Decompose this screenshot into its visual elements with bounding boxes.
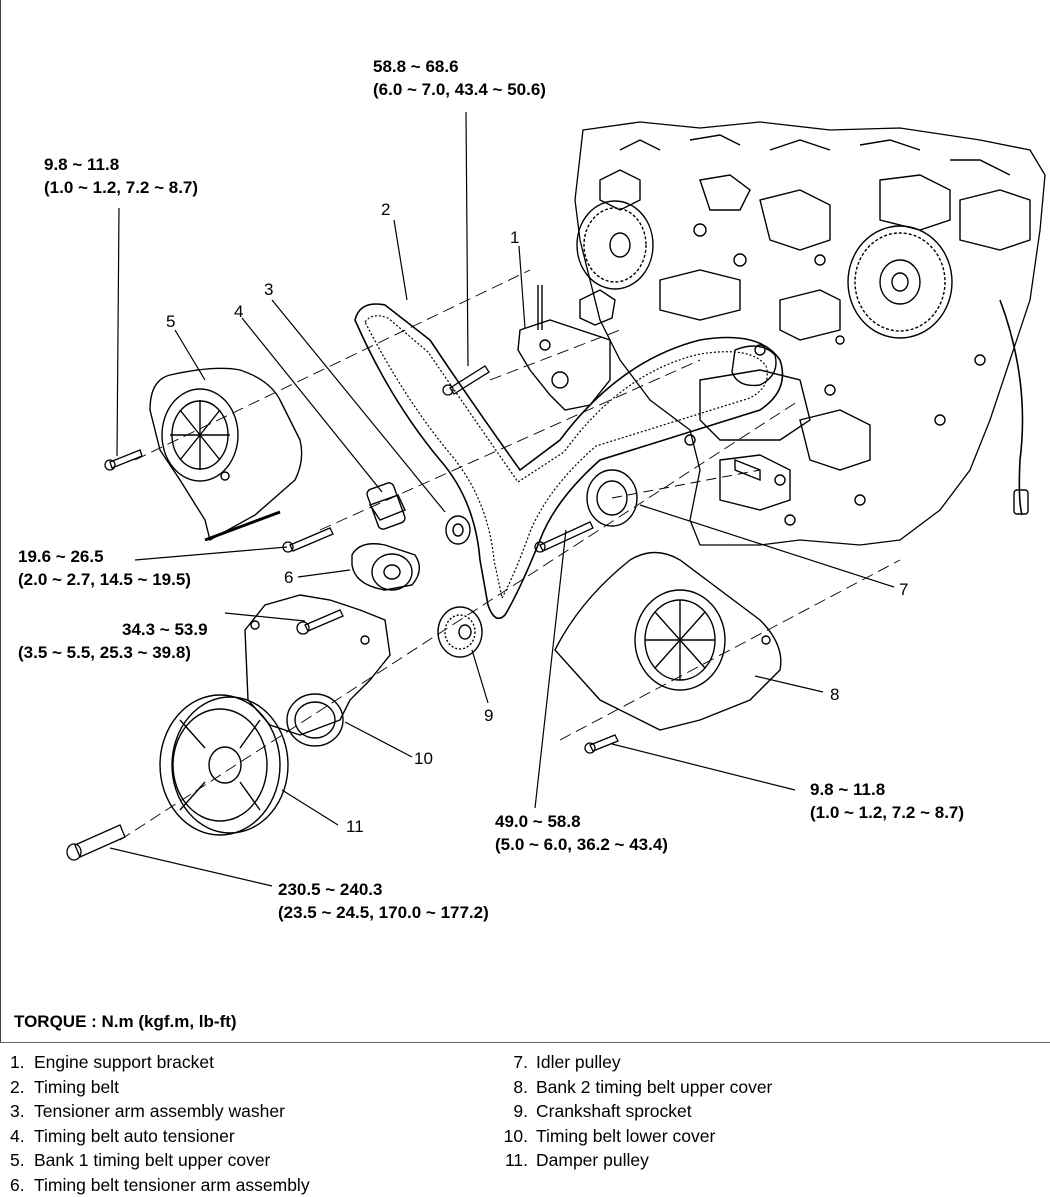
legend-item: 9.Crankshaft sprocket	[492, 1099, 772, 1124]
torque-kgf-lbft: (2.0 ~ 2.7, 14.5 ~ 19.5)	[18, 568, 191, 591]
idler-pulley	[587, 470, 760, 526]
torque-nm: 19.6 ~ 26.5	[18, 545, 191, 568]
camshaft-sprockets	[577, 201, 952, 338]
torque-spec-crank-bolt: 230.5 ~ 240.3 (23.5 ~ 24.5, 170.0 ~ 177.…	[278, 878, 489, 924]
callout-9: 9	[484, 706, 493, 726]
legend-item: 6.Timing belt tensioner arm assembly	[10, 1173, 310, 1197]
torque-nm: 34.3 ~ 53.9	[18, 618, 208, 641]
torque-nm: 49.0 ~ 58.8	[495, 810, 668, 833]
callout-4: 4	[234, 302, 243, 322]
torque-spec-tensioner-arm-bolt: 34.3 ~ 53.9 (3.5 ~ 5.5, 25.3 ~ 39.8)	[18, 618, 208, 664]
legend-column-1: 1.Engine support bracket 2.Timing belt 3…	[10, 1050, 310, 1197]
torque-unit-heading: TORQUE : N.m (kgf.m, lb-ft)	[14, 1012, 237, 1032]
crankshaft-sprocket	[438, 607, 482, 657]
torque-nm: 9.8 ~ 11.8	[44, 153, 198, 176]
torque-kgf-lbft: (6.0 ~ 7.0, 43.4 ~ 50.6)	[373, 78, 546, 101]
legend-item: 5.Bank 1 timing belt upper cover	[10, 1148, 310, 1173]
torque-nm: 58.8 ~ 68.6	[373, 55, 546, 78]
damper-pulley	[160, 695, 288, 835]
callout-10: 10	[414, 749, 433, 769]
torque-nm: 230.5 ~ 240.3	[278, 878, 489, 901]
callout-11: 11	[346, 817, 364, 837]
torque-spec-bank1-cover-bolt: 9.8 ~ 11.8 (1.0 ~ 1.2, 7.2 ~ 8.7)	[44, 153, 198, 199]
bank2-upper-cover	[555, 553, 781, 731]
legend-item: 8.Bank 2 timing belt upper cover	[492, 1075, 772, 1100]
bank1-upper-cover	[150, 368, 302, 540]
legend-column-2: 7.Idler pulley 8.Bank 2 timing belt uppe…	[492, 1050, 772, 1173]
engine-support-bracket	[518, 285, 615, 410]
legend-divider	[0, 1042, 1050, 1043]
callout-5: 5	[166, 312, 175, 332]
legend-item: 10.Timing belt lower cover	[492, 1124, 772, 1149]
tensioner-parts	[352, 481, 470, 590]
engine-block	[575, 122, 1045, 545]
legend-item: 11.Damper pulley	[492, 1148, 772, 1173]
callout-6: 6	[284, 568, 293, 588]
torque-spec-auto-tensioner-bolt: 19.6 ~ 26.5 (2.0 ~ 2.7, 14.5 ~ 19.5)	[18, 545, 191, 591]
bolts	[67, 366, 618, 860]
torque-nm: 9.8 ~ 11.8	[810, 778, 964, 801]
torque-kgf-lbft: (1.0 ~ 1.2, 7.2 ~ 8.7)	[810, 801, 964, 824]
torque-kgf-lbft: (3.5 ~ 5.5, 25.3 ~ 39.8)	[18, 641, 208, 664]
torque-spec-bracket-bolt: 58.8 ~ 68.6 (6.0 ~ 7.0, 43.4 ~ 50.6)	[373, 55, 546, 101]
callout-3: 3	[264, 280, 273, 300]
legend-item: 2.Timing belt	[10, 1075, 310, 1100]
torque-spec-idler-bolt: 49.0 ~ 58.8 (5.0 ~ 6.0, 36.2 ~ 43.4)	[495, 810, 668, 856]
legend-item: 3.Tensioner arm assembly washer	[10, 1099, 310, 1124]
callout-8: 8	[830, 685, 839, 705]
torque-spec-bank2-cover-bolt: 9.8 ~ 11.8 (1.0 ~ 1.2, 7.2 ~ 8.7)	[810, 778, 964, 824]
legend-item: 1.Engine support bracket	[10, 1050, 310, 1075]
callout-2: 2	[381, 200, 390, 220]
callout-7: 7	[899, 580, 908, 600]
torque-kgf-lbft: (5.0 ~ 6.0, 36.2 ~ 43.4)	[495, 833, 668, 856]
legend-item: 4.Timing belt auto tensioner	[10, 1124, 310, 1149]
assembly-centerlines	[120, 270, 900, 840]
callout-1: 1	[510, 228, 519, 248]
torque-kgf-lbft: (23.5 ~ 24.5, 170.0 ~ 177.2)	[278, 901, 489, 924]
torque-kgf-lbft: (1.0 ~ 1.2, 7.2 ~ 8.7)	[44, 176, 198, 199]
legend-item: 7.Idler pulley	[492, 1050, 772, 1075]
